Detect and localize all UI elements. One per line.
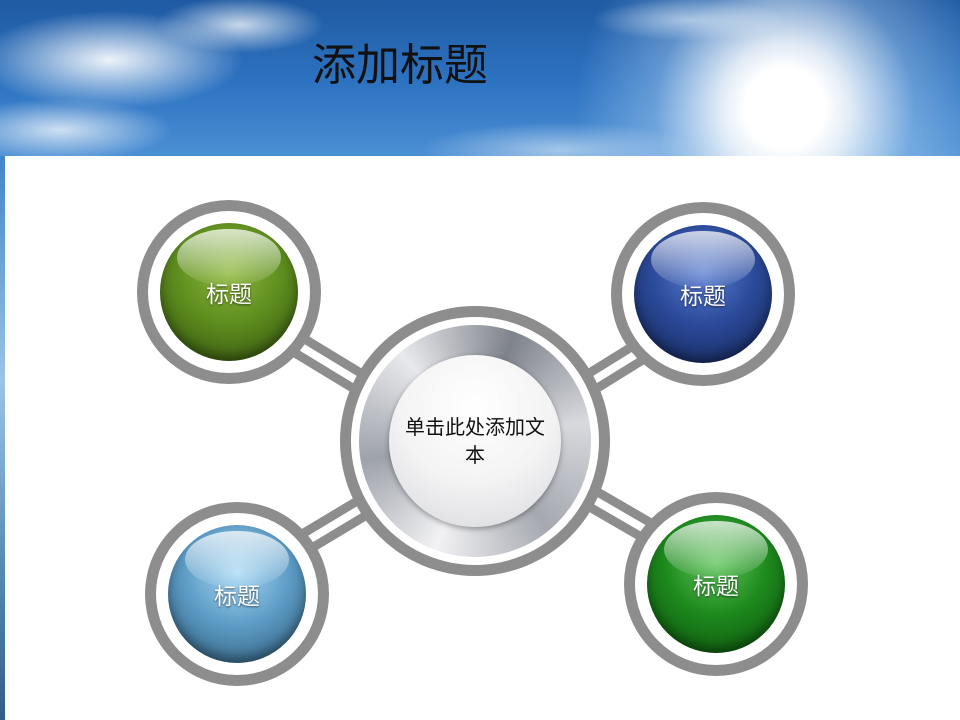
node-ball-green[interactable]: 标题 — [160, 223, 298, 361]
node-label[interactable]: 标题 — [680, 284, 726, 310]
node-ball-dark-green[interactable]: 标题 — [647, 515, 785, 653]
node-ball-blue[interactable]: 标题 — [634, 225, 772, 363]
node-label[interactable]: 标题 — [214, 584, 260, 610]
center-text-area[interactable]: 单击此处添加文本 — [389, 355, 561, 527]
center-hub[interactable]: 单击此处添加文本 — [340, 306, 610, 576]
node-label[interactable]: 标题 — [693, 574, 739, 600]
node-bottom-left[interactable]: 标题 — [145, 502, 329, 686]
node-bottom-right[interactable]: 标题 — [624, 492, 808, 676]
node-top-right[interactable]: 标题 — [611, 202, 795, 386]
sky-header-background — [0, 0, 960, 156]
node-ball-light-blue[interactable]: 标题 — [168, 525, 306, 663]
left-decorative-strip — [0, 156, 5, 720]
slide-title[interactable]: 添加标题 — [312, 40, 488, 91]
node-label[interactable]: 标题 — [206, 282, 252, 308]
node-top-left[interactable]: 标题 — [137, 200, 321, 384]
center-text[interactable]: 单击此处添加文本 — [405, 415, 545, 467]
